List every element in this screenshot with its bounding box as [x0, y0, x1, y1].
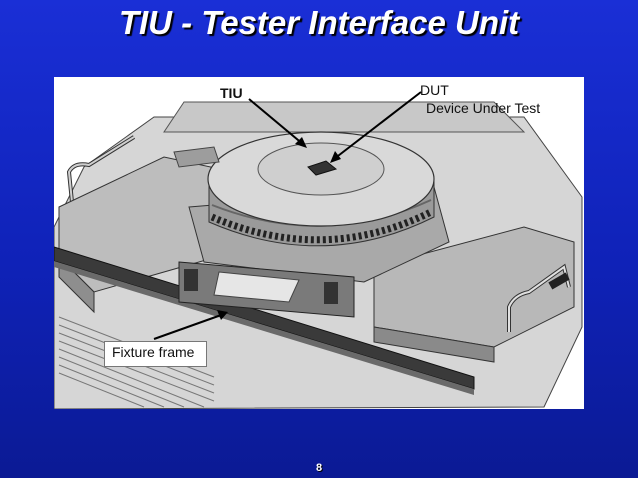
fixture-callout-box [104, 341, 207, 367]
tiu-illustration: TIU DUT Device Under Test Fixture frame [54, 77, 584, 409]
fixture-callout-label: Fixture frame [112, 344, 195, 360]
tiu-drawing [54, 77, 584, 409]
dut-callout-label: DUT [420, 82, 449, 98]
dut-callout-description: Device Under Test [426, 100, 541, 116]
slide-title: TIU - Tester Interface Unit [118, 4, 520, 41]
tiu-callout-label: TIU [220, 85, 243, 101]
page-number: 8 [315, 462, 323, 474]
